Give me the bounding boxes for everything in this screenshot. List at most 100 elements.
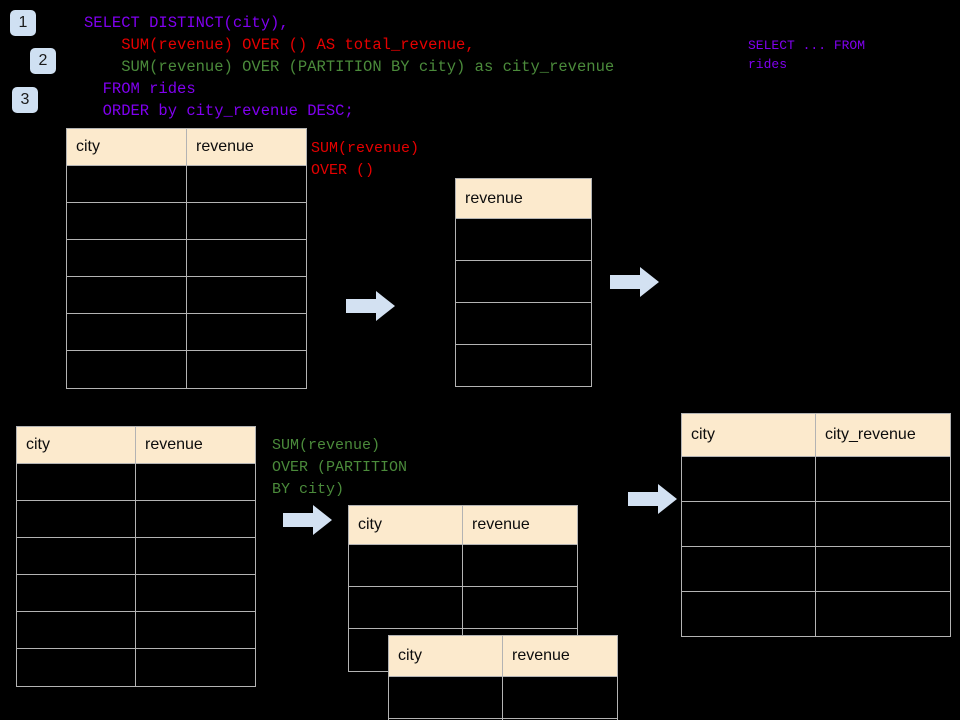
table-row (16, 648, 256, 687)
table-source-top: city revenue (66, 128, 307, 389)
table-header-row: city city_revenue (681, 413, 951, 457)
column-header-revenue: revenue (186, 128, 307, 166)
table-cell (186, 276, 307, 314)
table-cell (135, 574, 256, 612)
table-cell (186, 165, 307, 203)
column-header-city: city (16, 426, 136, 464)
arrow-right-icon-source-to-partition (283, 505, 332, 535)
table-row (388, 718, 618, 720)
table-cell (16, 611, 136, 649)
table-cell (455, 302, 592, 345)
table-cell (462, 586, 578, 629)
table-row (16, 537, 256, 575)
table-row (16, 611, 256, 649)
table-row (348, 544, 578, 587)
table-cell (681, 546, 816, 592)
table-cell (462, 544, 578, 587)
table-cell (815, 591, 951, 637)
column-header-city: city (66, 128, 187, 166)
table-cell (502, 676, 618, 719)
column-header-revenue: revenue (455, 178, 592, 219)
step-badge-3: 3 (12, 87, 38, 113)
table-cell (66, 350, 187, 389)
table-cell (681, 591, 816, 637)
arrow-right-icon-partition-to-result (628, 484, 677, 514)
table-result: city city_revenue (681, 413, 951, 637)
table-row (66, 239, 307, 277)
table-cell (135, 611, 256, 649)
table-cell (815, 456, 951, 502)
table-cell (135, 500, 256, 538)
table-cell (16, 500, 136, 538)
table-header-row: city revenue (388, 635, 618, 677)
sql-line-sum-over-partition: SUM(revenue) OVER (PARTITION BY city) as… (84, 58, 615, 76)
table-cell (455, 218, 592, 261)
table-cell (16, 537, 136, 575)
table-cell (66, 313, 187, 351)
column-header-revenue: revenue (462, 505, 578, 545)
table-cell (455, 260, 592, 303)
table-cell (135, 648, 256, 687)
table-cell (16, 648, 136, 687)
table-cell (135, 463, 256, 501)
table-row (681, 591, 951, 637)
column-header-city-revenue: city_revenue (815, 413, 951, 457)
table-row (388, 676, 618, 719)
sql-line-sum-over-empty: SUM(revenue) OVER () AS total_revenue, (84, 36, 475, 54)
table-cell (16, 463, 136, 501)
table-row (348, 586, 578, 629)
table-cell (186, 350, 307, 389)
table-partition-front: city revenue (388, 635, 618, 720)
table-cell (502, 718, 618, 720)
table-cell (186, 239, 307, 277)
step-badge-2: 2 (30, 48, 56, 74)
table-row (66, 276, 307, 314)
table-cell (348, 544, 463, 587)
table-row (455, 344, 592, 387)
table-row (66, 313, 307, 351)
column-header-city: city (348, 505, 463, 545)
table-row (455, 218, 592, 261)
table-row (66, 202, 307, 240)
table-cell (186, 313, 307, 351)
column-header-city: city (681, 413, 816, 457)
table-row (66, 165, 307, 203)
annotation-sum-over-empty: SUM(revenue) OVER () (311, 140, 420, 179)
table-cell (135, 537, 256, 575)
table-header-row: city revenue (66, 128, 307, 166)
step-badge-1: 1 (10, 10, 36, 36)
table-cell (16, 574, 136, 612)
column-header-city: city (388, 635, 503, 677)
table-row (681, 546, 951, 592)
table-cell (66, 202, 187, 240)
table-row (455, 260, 592, 303)
annotation-sum-over-partition: SUM(revenue) OVER (PARTITION BY city) (272, 437, 408, 498)
table-cell (348, 586, 463, 629)
table-header-row: revenue (455, 178, 592, 219)
table-cell (455, 344, 592, 387)
table-row (681, 456, 951, 502)
arrow-right-icon-source-to-total (346, 291, 395, 321)
table-total-revenue: revenue (455, 178, 592, 387)
table-header-row: city revenue (348, 505, 578, 545)
table-cell (66, 165, 187, 203)
table-cell (681, 501, 816, 547)
table-row (16, 574, 256, 612)
table-source-bottom: city revenue (16, 426, 256, 687)
table-cell (66, 239, 187, 277)
table-row (681, 501, 951, 547)
table-cell (815, 546, 951, 592)
table-cell (186, 202, 307, 240)
table-row (16, 500, 256, 538)
annotation-select-from-rides: SELECT ... FROM rides (748, 38, 866, 72)
table-cell (815, 501, 951, 547)
table-header-row: city revenue (16, 426, 256, 464)
sql-line-order-by: ORDER by city_revenue DESC; (84, 102, 354, 120)
arrow-right-icon-total-to-result (610, 267, 659, 297)
table-row (455, 302, 592, 345)
column-header-revenue: revenue (502, 635, 618, 677)
sql-line-from-rides: FROM rides (84, 80, 196, 98)
sql-line-select-distinct: SELECT DISTINCT(city), (84, 14, 289, 32)
table-row (66, 350, 307, 389)
